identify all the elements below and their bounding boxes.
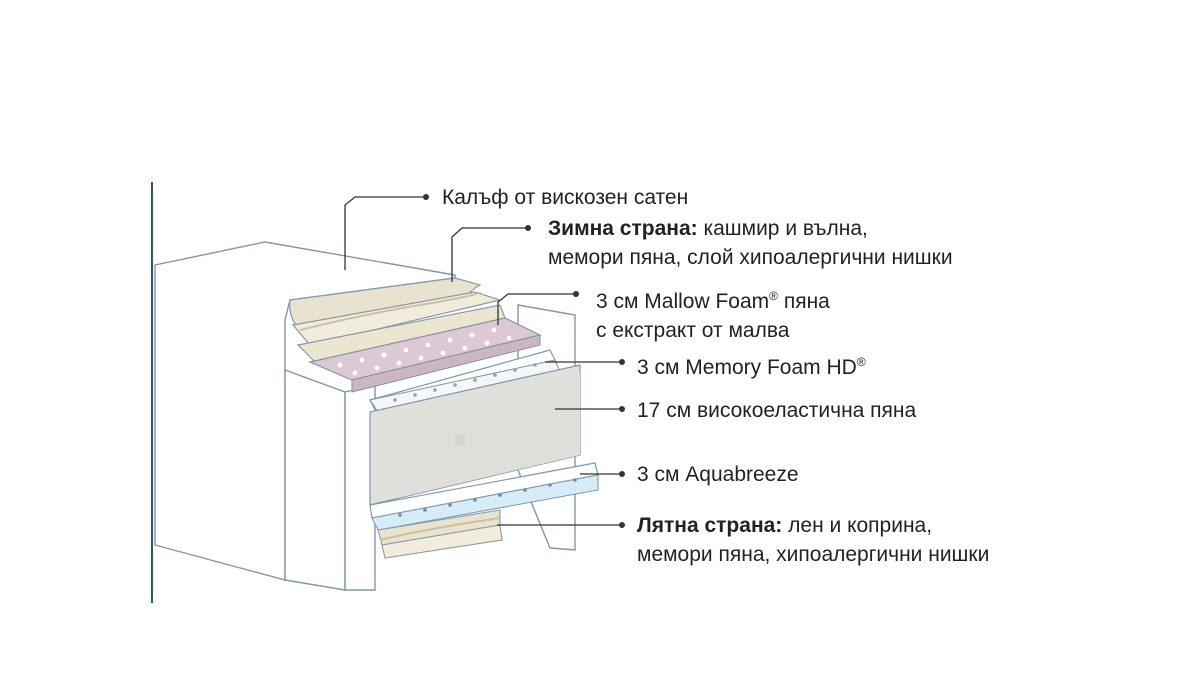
label-core: 17 см високоеластична пяна <box>637 396 916 425</box>
leader-dots <box>423 194 625 528</box>
summer-line-1: Лятна страна: лен и коприна, <box>637 511 989 540</box>
summer-side-layer <box>377 509 503 559</box>
mallow-foam-layer <box>308 317 542 393</box>
winter-line-1: Зимна страна: кашмир и вълна, <box>548 214 953 243</box>
label-mallow-foam: 3 см Mallow Foam® пяна с екстракт от мал… <box>596 282 830 345</box>
mallow-after: пяна <box>778 290 830 313</box>
summer-line-2: мемори пяна, хипоалергични нишки <box>637 543 990 566</box>
mallow-line-1: 3 см Mallow Foam® пяна <box>596 282 830 316</box>
memory-registered-mark: ® <box>856 355 866 369</box>
winter-line-2: мемори пяна, слой хипоалергични нишки <box>548 246 953 269</box>
label-winter-side: Зимна страна: кашмир и вълна, мемори пян… <box>548 214 953 272</box>
mallow-line-2: с екстракт от малва <box>596 319 790 342</box>
aquabreeze-layer <box>369 462 599 531</box>
label-aquabreeze: 3 см Aquabreeze <box>637 460 799 489</box>
cover-text: Калъф от вискозен сатен <box>442 186 689 209</box>
label-memory-foam: 3 см Memory Foam HD® <box>637 348 866 382</box>
mallow-registered-mark: ® <box>769 289 778 303</box>
mallow-text: 3 см Mallow Foam <box>596 290 770 313</box>
label-summer-side: Лятна страна: лен и коприна, мемори пяна… <box>637 511 989 569</box>
winter-rest: кашмир и вълна, <box>697 217 868 240</box>
summer-bold: Лятна страна: <box>637 514 783 537</box>
winter-side-layer <box>289 277 506 363</box>
memory-text: 3 см Memory Foam HD <box>637 356 857 379</box>
summer-rest: лен и коприна, <box>782 514 933 537</box>
leader-lines <box>344 196 622 526</box>
winter-bold: Зимна страна: <box>548 217 698 240</box>
aquabreeze-text: 3 см Aquabreeze <box>637 463 799 486</box>
label-cover: Калъф от вискозен сатен <box>442 183 688 212</box>
hr-foam-core <box>369 364 581 506</box>
core-text: 17 см високоеластична пяна <box>637 399 917 422</box>
